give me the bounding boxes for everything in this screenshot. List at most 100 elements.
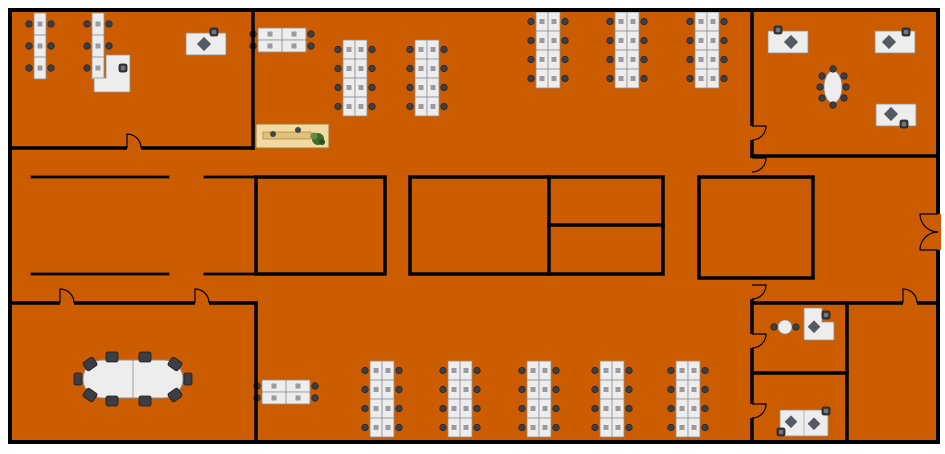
chair-icon	[686, 55, 694, 64]
meeting-table-icon	[816, 65, 850, 109]
chair-icon	[518, 366, 526, 375]
door-bottomright-3	[750, 403, 767, 419]
chair-icon	[591, 366, 599, 375]
chair-icon	[527, 36, 535, 45]
door-bottomright-2	[750, 333, 767, 349]
chair-icon	[625, 385, 633, 394]
double-door-right	[919, 213, 941, 251]
workstation-cluster-icon	[526, 360, 552, 438]
chair-icon	[105, 42, 113, 50]
chair-icon	[518, 385, 526, 394]
chair-icon	[47, 42, 55, 50]
chair-icon	[606, 55, 614, 64]
workstation-cluster-icon	[447, 360, 473, 438]
door-corridor-right	[750, 157, 767, 173]
chair-icon	[361, 366, 369, 375]
chair-icon	[439, 423, 447, 432]
chair-icon	[518, 423, 526, 432]
workstation-cluster-icon	[535, 11, 561, 89]
meeting-room-1	[254, 175, 387, 276]
chair-icon	[307, 42, 315, 50]
chair-icon	[361, 385, 369, 394]
chair-icon	[439, 385, 447, 394]
workstation-cluster-icon	[599, 360, 625, 438]
chair-icon	[334, 45, 342, 54]
chair-icon	[406, 102, 414, 111]
chair-icon	[720, 36, 728, 45]
chair-icon	[625, 423, 633, 432]
chair-icon	[625, 366, 633, 375]
chair-icon	[640, 55, 648, 64]
chair-icon	[440, 45, 448, 54]
chair-icon	[667, 385, 675, 394]
door-conference-right	[194, 288, 210, 305]
chair-icon	[667, 423, 675, 432]
chair-icon	[640, 36, 648, 45]
chair-icon	[395, 423, 403, 432]
chair-icon	[561, 17, 569, 26]
chair-icon	[720, 74, 728, 83]
chair-icon	[25, 42, 33, 50]
chair-icon	[334, 83, 342, 92]
chair-icon	[406, 83, 414, 92]
chair-icon	[361, 423, 369, 432]
chair-icon	[473, 385, 481, 394]
chair-icon	[591, 423, 599, 432]
chair-icon	[83, 64, 91, 72]
workstation-cluster-icon	[614, 11, 640, 89]
chair-icon	[25, 20, 33, 28]
door-bottomright-room	[902, 288, 918, 305]
meeting-table-icon	[73, 351, 193, 407]
workstation-cluster-icon	[414, 39, 440, 117]
door-office-topright	[750, 125, 767, 141]
chair-icon	[606, 74, 614, 83]
chair-icon	[561, 55, 569, 64]
chair-icon	[686, 17, 694, 26]
office-desk-icon	[767, 25, 809, 54]
chair-icon	[561, 36, 569, 45]
chair-icon	[552, 423, 560, 432]
chair-icon	[518, 404, 526, 413]
office-desk-icon	[875, 103, 917, 129]
chair-icon	[720, 17, 728, 26]
chair-icon	[701, 423, 709, 432]
office-desk-icon	[93, 54, 131, 93]
chair-icon	[591, 385, 599, 394]
chair-icon	[83, 42, 91, 50]
workstation-cluster-icon	[342, 39, 368, 117]
chair-icon	[440, 64, 448, 73]
workstation-cluster-icon	[33, 12, 47, 80]
office-desk-icon	[874, 27, 916, 54]
chair-icon	[625, 404, 633, 413]
chair-icon	[552, 404, 560, 413]
chair-icon	[473, 404, 481, 413]
chair-icon	[701, 366, 709, 375]
chair-icon	[105, 20, 113, 28]
workstation-cluster-icon	[675, 360, 701, 438]
chair-icon	[439, 404, 447, 413]
chair-icon	[640, 17, 648, 26]
chair-icon	[552, 366, 560, 375]
chair-icon	[368, 83, 376, 92]
chair-icon	[361, 404, 369, 413]
chair-icon	[47, 20, 55, 28]
workstation-cluster-icon	[369, 360, 395, 438]
chair-icon	[527, 17, 535, 26]
chair-icon	[334, 64, 342, 73]
chair-icon	[440, 83, 448, 92]
chair-icon	[527, 55, 535, 64]
chair-icon	[307, 30, 315, 38]
chair-icon	[368, 102, 376, 111]
chair-icon	[406, 64, 414, 73]
chair-icon	[406, 45, 414, 54]
chair-icon	[527, 74, 535, 83]
workstation-cluster-icon	[694, 11, 720, 89]
workstation-cluster-icon	[91, 12, 105, 80]
chair-icon	[686, 74, 694, 83]
chair-icon	[83, 20, 91, 28]
chair-icon	[473, 423, 481, 432]
chair-icon	[25, 64, 33, 72]
chair-icon	[552, 385, 560, 394]
workstation-cluster-icon	[257, 27, 307, 53]
